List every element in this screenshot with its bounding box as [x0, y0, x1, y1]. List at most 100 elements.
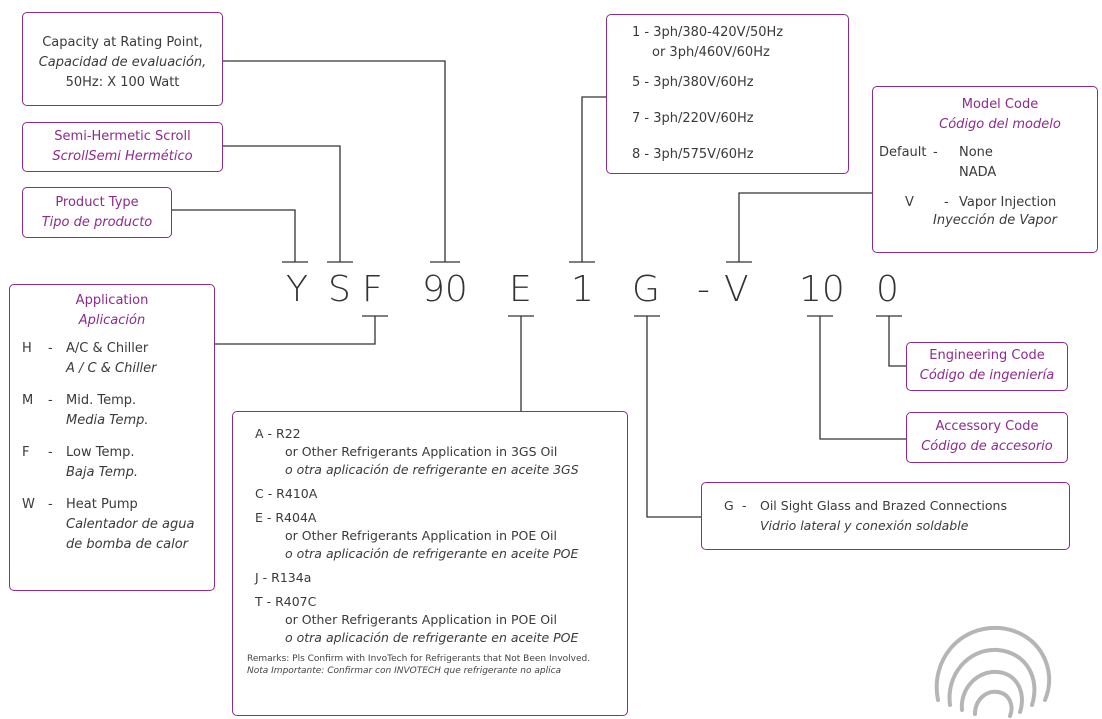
connection-en: Oil Sight Glass and Brazed Connections [760, 498, 1007, 513]
refrigerant-code: E - R404A [255, 510, 317, 525]
model-code-title: Model Code [961, 97, 1039, 112]
code-char-v: V [724, 269, 749, 310]
model-v-es: Inyección de Vapor [933, 213, 1057, 228]
wire-accessory [807, 315, 906, 440]
application-es2: de bomba de calor [66, 537, 189, 552]
application-es: Calentador de agua [66, 517, 195, 532]
refrigerant-es: o otra aplicación de refrigerante en ace… [285, 630, 579, 645]
application-key: W [22, 497, 35, 512]
capacity-box: Capacity at Rating Point, Capacidad de e… [22, 12, 223, 106]
code-char-e: E [509, 269, 532, 310]
wire-refrigerant [508, 315, 534, 411]
product-type-es: Tipo de producto [41, 215, 153, 230]
capacity-line1: Capacity at Rating Point, [42, 35, 203, 50]
code-char-10: 10 [799, 269, 845, 310]
refrigerant-item-a: A - R22 or Other Refrigerants Applicatio… [255, 425, 627, 479]
logo-swirl-icon [934, 625, 1052, 718]
wire-engineering [876, 315, 906, 367]
wire-application [215, 315, 388, 345]
connection-box: G - Oil Sight Glass and Brazed Connectio… [701, 482, 1070, 550]
application-es: Media Temp. [66, 413, 149, 428]
application-key: H [22, 341, 32, 356]
model-default-dash: - [933, 145, 938, 160]
application-title: Application [75, 293, 149, 308]
wire-voltage [569, 96, 606, 263]
model-v-en: Vapor Injection [959, 195, 1057, 210]
refrigerant-es: o otra aplicación de refrigerante en ace… [285, 546, 579, 561]
application-item-w: W - Heat Pump Calentador de agua de bomb… [10, 495, 214, 559]
application-box: Application Aplicación H - A/C & Chiller… [9, 284, 215, 591]
refrigerant-code: T - R407C [255, 594, 317, 609]
code-char-y: Y [286, 269, 308, 310]
code-char-f: F [362, 269, 383, 310]
capacity-line3: 50Hz: X 100 Watt [65, 75, 180, 90]
model-default-en: None [959, 145, 993, 160]
remarks-en: Remarks: Pls Confirm with InvoTech for R… [247, 654, 591, 664]
model-default-es: NADA [959, 165, 997, 180]
code-char-g: G [632, 269, 660, 310]
engineering-en: Engineering Code [929, 348, 1045, 363]
application-item-h: H - A/C & Chiller A / C & Chiller [10, 339, 214, 391]
refrigerant-item-c: C - R410A [255, 486, 318, 501]
connection-row: G - Oil Sight Glass and Brazed Connectio… [702, 497, 1069, 537]
application-key: F [22, 445, 30, 460]
refrigerant-code: A - R22 [255, 426, 301, 441]
application-en: Heat Pump [66, 497, 138, 512]
accessory-en: Accessory Code [935, 419, 1039, 434]
wire-product-type [172, 209, 308, 263]
wire-model-code [726, 192, 872, 263]
application-item-m: M - Mid. Temp. Media Temp. [10, 391, 214, 443]
refrigerant-box: A - R22 or Other Refrigerants Applicatio… [232, 411, 628, 716]
model-v-dash: - [944, 195, 949, 210]
model-code-box: Model Code Código del modelo Default - N… [872, 86, 1098, 253]
engineering-es: Código de ingeniería [919, 368, 1055, 383]
code-char-1: 1 [571, 269, 594, 310]
voltage-item: 7 - 3ph/220V/60Hz [632, 111, 754, 126]
product-type-box: Product Type Tipo de producto [22, 187, 172, 238]
model-default-row: Default - None NADA [873, 143, 1097, 183]
application-subtitle: Aplicación [78, 313, 146, 328]
code-char-90: 90 [422, 269, 468, 310]
semi-hermetic-box: Semi-Hermetic Scroll ScrollSemi Hermétic… [22, 122, 223, 172]
semi-hermetic-en: Semi-Hermetic Scroll [54, 129, 191, 144]
refrigerant-item-t: T - R407C or Other Refrigerants Applicat… [255, 593, 627, 647]
application-key: M [22, 393, 34, 408]
wire-capacity [222, 60, 460, 263]
engineering-code-box: Engineering Code Código de ingeniería [906, 342, 1068, 391]
model-v-key: V [905, 195, 914, 210]
voltage-box: 1 - 3ph/380-420V/50Hz or 3ph/460V/60Hz 5… [606, 14, 849, 174]
product-type-en: Product Type [55, 195, 139, 210]
wire-semi-hermetic [223, 145, 353, 263]
refrigerant-en: or Other Refrigerants Application in 3GS… [285, 444, 558, 459]
application-item-f: F - Low Temp. Baja Temp. [10, 443, 214, 495]
voltage-item: 1 - 3ph/380-420V/50Hz or 3ph/460V/60Hz [632, 23, 848, 63]
remarks-es: Nota Importante: Confirmar con INVOTECH … [247, 666, 562, 676]
application-es: A / C & Chiller [66, 361, 157, 376]
refrigerant-es: o otra aplicación de refrigerante en ace… [285, 462, 579, 477]
voltage-item: 5 - 3ph/380V/60Hz [632, 75, 754, 90]
voltage-item-line2: or 3ph/460V/60Hz [652, 45, 770, 60]
connection-dash: - [742, 498, 747, 513]
application-en: Mid. Temp. [66, 393, 137, 408]
model-code-subtitle: Código del modelo [939, 117, 1061, 132]
wire-connection [634, 315, 701, 518]
model-default-key: Default [879, 145, 927, 160]
code-char-0: 0 [876, 269, 899, 310]
connection-key: G [724, 498, 734, 513]
accessory-es: Código de accesorio [921, 439, 1053, 454]
model-v-row: V - Vapor Injection Inyección de Vapor [873, 193, 1097, 233]
refrigerant-item-e: E - R404A or Other Refrigerants Applicat… [255, 509, 627, 563]
accessory-code-box: Accessory Code Código de accesorio [906, 412, 1068, 463]
application-es: Baja Temp. [66, 465, 138, 480]
capacity-line2: Capacidad de evaluación, [38, 55, 207, 70]
voltage-item-line1: 1 - 3ph/380-420V/50Hz [632, 25, 784, 40]
code-char-dash: - [697, 269, 710, 310]
refrigerant-en: or Other Refrigerants Application in POE… [285, 612, 558, 627]
code-char-s: S [328, 269, 351, 310]
refrigerant-en: or Other Refrigerants Application in POE… [285, 528, 558, 543]
voltage-item: 8 - 3ph/575V/60Hz [632, 147, 754, 162]
semi-hermetic-es: ScrollSemi Hermético [52, 149, 193, 164]
application-en: Low Temp. [66, 445, 135, 460]
connection-es: Vidrio lateral y conexión soldable [760, 518, 969, 533]
